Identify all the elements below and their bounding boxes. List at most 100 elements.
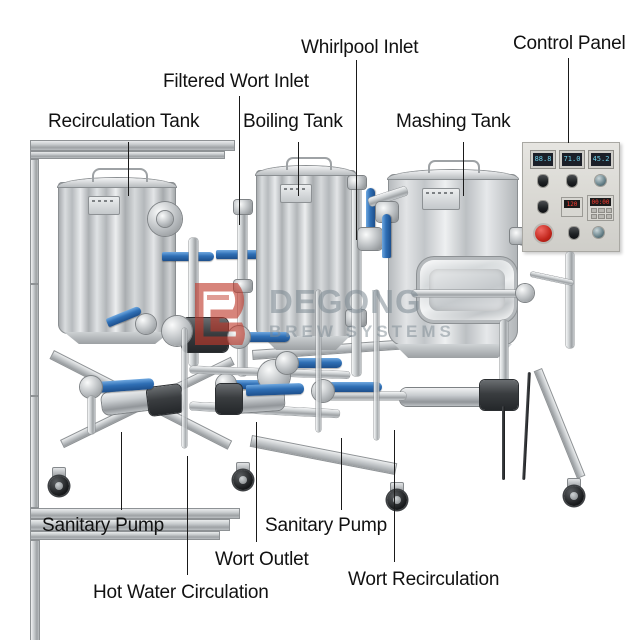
frame-cable-right xyxy=(522,371,531,481)
hot-water-circulation-dropleg xyxy=(88,396,95,434)
sanitary-pump-right-motor xyxy=(216,384,242,414)
leader-line-hot-water-circulation xyxy=(187,456,188,575)
leader-line-control-panel xyxy=(568,58,569,143)
left-platform-pump-head xyxy=(162,316,192,346)
caster-wheel-1 xyxy=(49,476,69,496)
frame-leg-right-front xyxy=(30,540,40,640)
recirculation-downcomer-pipe xyxy=(189,238,198,366)
frame-rail-left-top-back xyxy=(30,151,225,159)
keypad-key[interactable] xyxy=(605,214,612,219)
callout-label-hot-water-circulation: Hot Water Circulation xyxy=(93,582,269,603)
boiling-tank-nameplate xyxy=(280,184,312,203)
left-platform-valve-body xyxy=(136,314,156,334)
wort-outlet-valve-handle xyxy=(245,382,305,397)
callout-label-mashing-tank: Mashing Tank xyxy=(396,111,511,132)
panel-selector-switch-3[interactable] xyxy=(595,175,606,186)
panel-emergency-stop-button[interactable] xyxy=(535,225,552,242)
control-panel[interactable]: 88.8 71.0 45.2 120 00:00 xyxy=(522,142,620,252)
frame-brace-right xyxy=(533,368,586,479)
panel-selector-switch-4[interactable] xyxy=(538,201,548,213)
mashing-tank-inlet-clamp xyxy=(376,202,398,222)
panel-selector-switch-2[interactable] xyxy=(567,175,577,187)
wort-recirculation-suction-handle xyxy=(330,382,382,392)
frame-rail-right-top-back xyxy=(30,531,220,540)
whirlpool-inlet-valve-body xyxy=(358,228,382,250)
boiling-tank-rim xyxy=(256,166,356,175)
leader-line-wort-recirculation xyxy=(394,430,395,562)
callout-label-wort-outlet: Wort Outlet xyxy=(215,549,309,570)
sight-glass-right xyxy=(374,290,379,440)
hot-water-circulation-valve-body xyxy=(80,376,102,398)
caster-wheel-4 xyxy=(564,486,584,506)
upper-mid-valve-body xyxy=(228,326,250,348)
recirculation-tank-valve-hub xyxy=(157,211,173,227)
brewhouse-equipment-photo: 88.8 71.0 45.2 120 00:00 xyxy=(30,140,630,640)
leader-line-mashing-tank xyxy=(463,142,464,196)
recirculation-tank-cone xyxy=(64,332,170,344)
wort-recirculation-pump-body xyxy=(400,388,486,406)
callout-label-recirculation-tank: Recirculation Tank xyxy=(48,111,200,132)
frame-leg-left-rear xyxy=(30,396,39,508)
callout-label-boiling-tank: Boiling Tank xyxy=(243,111,343,132)
callout-label-control-panel: Control Panel xyxy=(513,33,626,54)
filtered-wort-tri-clamp xyxy=(234,200,252,214)
keypad-key[interactable] xyxy=(605,208,612,213)
manway-clamp-bar xyxy=(412,290,524,297)
wort-recirculation-suction-pipe xyxy=(326,392,406,400)
recirculation-tank-lid-handle xyxy=(92,168,148,182)
recirculation-tank-rim xyxy=(58,178,176,187)
panel-display-1-value: 88.8 xyxy=(534,155,552,163)
frame-rail-mid-diagonal xyxy=(249,435,398,476)
mashing-tank-cone xyxy=(394,344,512,358)
callout-label-filtered-wort-inlet: Filtered Wort Inlet xyxy=(163,71,309,92)
filtered-wort-clamp-mid xyxy=(234,280,252,292)
wort-recirculation-cable xyxy=(502,406,505,480)
keypad-key[interactable] xyxy=(598,214,605,219)
whirlpool-inlet-valve-handle xyxy=(366,188,375,230)
leader-line-wort-outlet xyxy=(256,422,257,542)
keypad-key[interactable] xyxy=(591,208,598,213)
control-panel-support-post xyxy=(566,252,574,348)
frame-base-rail-left xyxy=(30,508,240,519)
panel-pid-controller[interactable]: 120 xyxy=(561,197,583,217)
center-upper-valve-body xyxy=(276,352,298,374)
sight-glass-center xyxy=(316,290,321,432)
mashing-tank-nameplate xyxy=(422,188,460,210)
panel-display-1: 88.8 xyxy=(531,151,555,168)
frame-leg-left-mid xyxy=(30,284,39,396)
recirculation-tank-nameplate xyxy=(88,196,120,215)
leader-line-sanitary-pump-left xyxy=(121,432,122,510)
panel-timer-value: 00:00 xyxy=(591,198,610,206)
panel-display-2: 71.0 xyxy=(560,151,584,168)
caster-wheel-3 xyxy=(387,490,407,510)
panel-timer-keypad[interactable]: 00:00 xyxy=(587,195,614,221)
frame-rail-right-top xyxy=(30,519,230,531)
whirlpool-riser-pipe xyxy=(352,180,361,376)
frame-leg-left-front xyxy=(30,159,39,284)
whirlpool-clamp-top xyxy=(348,176,366,189)
panel-display-2-value: 71.0 xyxy=(563,155,581,163)
mashing-tank-right-downpipe xyxy=(500,320,508,390)
leader-line-sanitary-pump-right xyxy=(341,438,342,510)
panel-pid-value: 120 xyxy=(566,200,578,208)
mashing-tank-lid-handle xyxy=(428,160,480,173)
leader-line-whirlpool-inlet xyxy=(356,60,357,240)
panel-selector-switch-1[interactable] xyxy=(538,175,548,187)
keypad-key[interactable] xyxy=(598,208,605,213)
panel-keypad-buttons[interactable] xyxy=(591,208,612,219)
panel-display-3-value: 45.2 xyxy=(592,155,610,163)
recirculation-outlet-valve-handle xyxy=(162,252,214,261)
callout-label-sanitary-pump-left: Sanitary Pump xyxy=(42,515,165,536)
mashing-tank-rim xyxy=(388,170,518,179)
panel-mode-selector[interactable] xyxy=(569,227,579,239)
leader-line-boiling-tank xyxy=(298,142,299,196)
panel-power-selector[interactable] xyxy=(593,227,604,238)
boiling-tank-lid-handle xyxy=(286,157,332,170)
panel-timer-readout: 00:00 xyxy=(590,198,611,206)
keypad-key[interactable] xyxy=(591,214,598,219)
wort-recirculation-pump-motor xyxy=(480,380,518,410)
panel-display-3: 45.2 xyxy=(589,151,613,168)
wort-recirculation-valve-handle xyxy=(382,214,391,258)
callout-label-wort-recirculation: Wort Recirculation xyxy=(348,569,500,590)
